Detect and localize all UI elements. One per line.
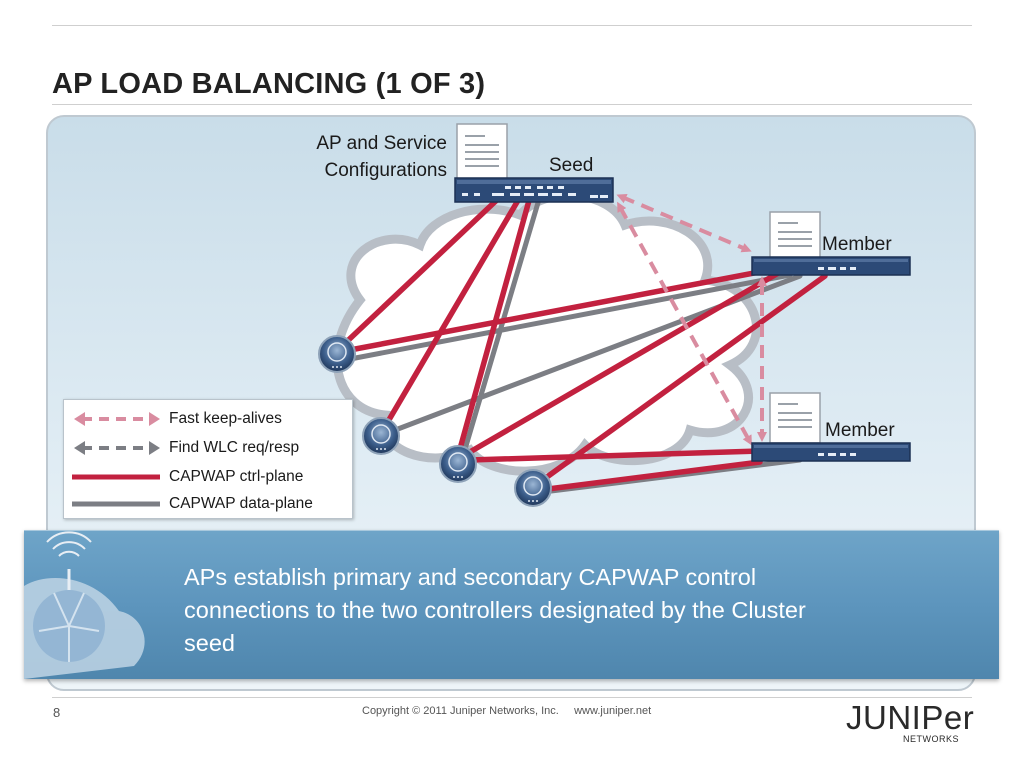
seed-label: Seed (549, 155, 593, 176)
legend-item-data-plane: CAPWAP data-plane (64, 493, 354, 515)
legend-item-keepalives: Fast keep-alives (64, 408, 354, 430)
dashed-pink-arrow-icon (74, 412, 160, 426)
access-point-icon (514, 469, 552, 507)
legend-label: CAPWAP data-plane (169, 495, 313, 512)
footer-divider (52, 697, 972, 698)
slide-title: AP LOAD BALANCING (1 OF 3) (52, 68, 486, 100)
title-divider (52, 104, 972, 105)
logo-subtext: NETWORKS (903, 734, 960, 744)
juniper-logo: JUNIPer NETWORKS (846, 700, 976, 746)
config-label-line2: Configurations (324, 160, 447, 181)
gray-line-icon (72, 501, 160, 507)
seed-controller (454, 177, 614, 203)
legend-label: CAPWAP ctrl-plane (169, 468, 304, 485)
diagram-legend: Fast keep-alives Find WLC req/resp CAPWA… (63, 399, 353, 519)
red-line-icon (72, 474, 160, 480)
access-point-icon (439, 445, 477, 483)
legend-label: Find WLC req/resp (169, 439, 300, 456)
callout-banner: APs establish primary and secondary CAPW… (24, 530, 999, 679)
dashed-gray-arrow-icon (74, 441, 160, 455)
page-number: 8 (53, 705, 61, 720)
legend-item-find-wlc: Find WLC req/resp (64, 437, 354, 459)
config-document-icon (456, 123, 508, 181)
member-controller-top (751, 256, 911, 276)
access-point-icon (362, 417, 400, 455)
member-bottom-label: Member (825, 420, 895, 441)
keepalive-links (616, 193, 767, 446)
config-label-line1: AP and Service (316, 133, 447, 154)
wireless-ap-graphic-icon (24, 531, 145, 679)
legend-label: Fast keep-alives (169, 410, 282, 427)
access-point-icon (318, 335, 356, 373)
member-controller-bottom (751, 442, 911, 462)
logo-wordmark: JUNIPer (846, 699, 975, 736)
copyright-text: Copyright © 2011 Juniper Networks, Inc. … (362, 705, 652, 717)
legend-item-ctrl-plane: CAPWAP ctrl-plane (64, 466, 354, 488)
config-document-icon (769, 392, 821, 444)
callout-text: APs establish primary and secondary CAPW… (184, 564, 806, 656)
top-divider (52, 25, 972, 26)
member-top-label: Member (822, 234, 892, 255)
config-document-icon (769, 211, 821, 263)
